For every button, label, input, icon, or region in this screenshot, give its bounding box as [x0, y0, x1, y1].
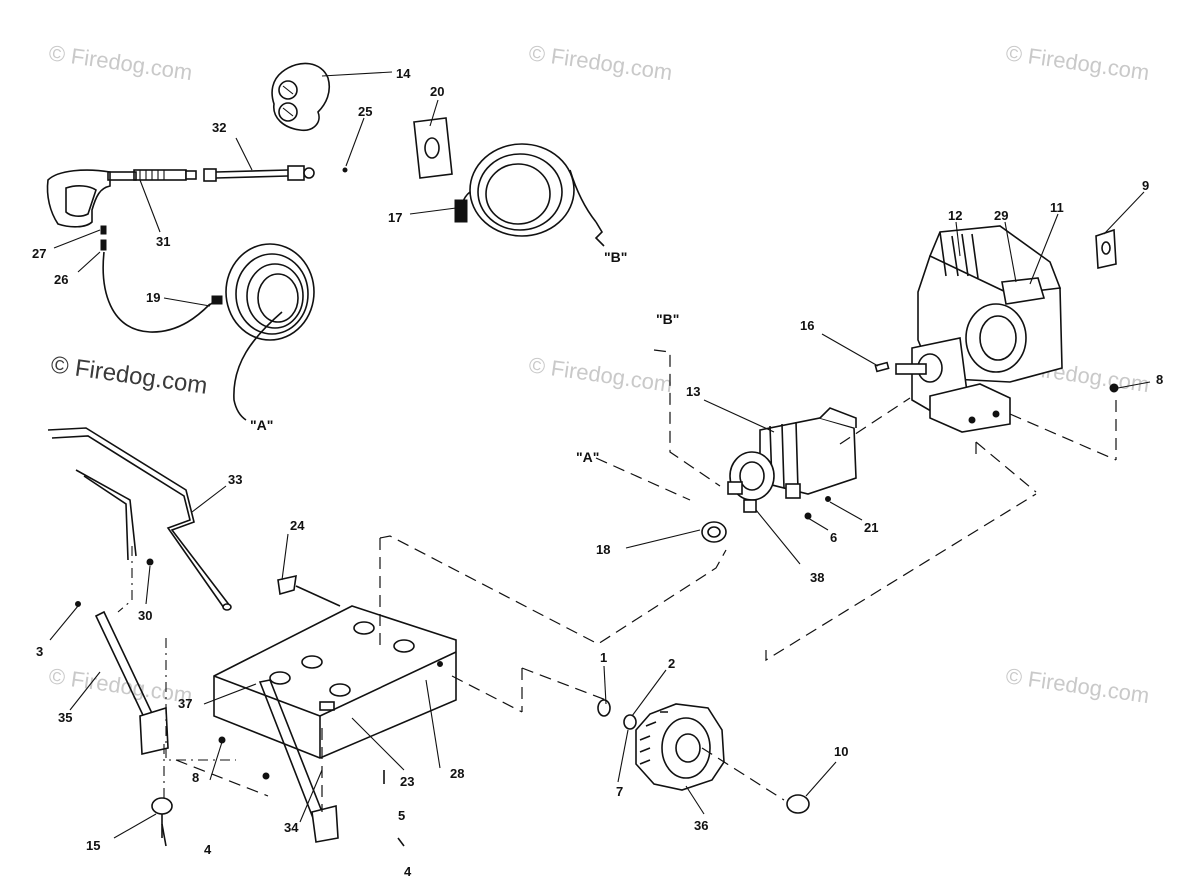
callout-5: 5 — [398, 808, 405, 823]
callout-1: 1 — [600, 650, 607, 665]
wheel-part — [635, 703, 725, 791]
watermark: © Firedog.com — [47, 40, 194, 85]
spray-gun-part — [46, 169, 137, 228]
watermark: © Firedog.com — [1004, 663, 1151, 708]
engine-part — [895, 225, 1063, 433]
decal-part — [1095, 228, 1117, 269]
callout-38: 38 — [810, 570, 824, 585]
callout-33: 33 — [228, 472, 242, 487]
callout-17: 17 — [388, 210, 402, 225]
callout-4: 4 — [404, 864, 412, 879]
callout-36: 36 — [694, 818, 708, 833]
callout-8: 8 — [1156, 372, 1163, 387]
watermark: © Firedog.com — [527, 40, 674, 85]
callout-29: 29 — [994, 208, 1008, 223]
watermark: © Firedog.com — [49, 351, 209, 400]
axle-hardware-part — [597, 699, 637, 730]
wand-extension-part — [133, 165, 348, 182]
connector-label-b: "B" — [604, 249, 627, 265]
watermark: © Firedog.com — [1004, 40, 1151, 85]
callout-23: 23 — [400, 774, 414, 789]
callout-20: 20 — [430, 84, 444, 99]
callout-9: 9 — [1142, 178, 1149, 193]
foot-part — [151, 797, 173, 838]
watermark: © Firedog.com — [47, 663, 194, 708]
frame-base-part — [213, 605, 457, 759]
leader-lines — [49, 71, 1151, 839]
callout-15: 15 — [86, 838, 100, 853]
callout-10: 10 — [834, 744, 848, 759]
assembly-lines — [117, 349, 1117, 812]
knob-part — [146, 558, 154, 566]
part-callouts: 1 2 3 4 4 5 6 7 8 8 9 10 11 12 13 14 15 … — [32, 66, 1163, 879]
pump-part — [727, 407, 857, 520]
callout-18: 18 — [596, 542, 610, 557]
callout-32: 32 — [212, 120, 226, 135]
callout-25: 25 — [358, 104, 372, 119]
detergent-hose-b-part — [454, 143, 605, 247]
callout-14: 14 — [396, 66, 411, 81]
decal-part — [413, 117, 453, 179]
connector-label-a: "A" — [250, 417, 273, 433]
key-part — [874, 361, 890, 373]
high-pressure-hose-a-part — [102, 243, 315, 421]
callout-8: 8 — [192, 770, 199, 785]
callout-3: 3 — [36, 644, 43, 659]
leg-part — [258, 679, 339, 843]
gun-fittings-part — [100, 225, 107, 251]
callout-6: 6 — [830, 530, 837, 545]
watermark: © Firedog.com — [527, 352, 674, 397]
callout-31: 31 — [156, 234, 170, 249]
callout-13: 13 — [686, 384, 700, 399]
callout-11: 11 — [1050, 200, 1064, 215]
callout-27: 27 — [32, 246, 46, 261]
callout-26: 26 — [54, 272, 68, 287]
inlet-fitting-part — [701, 521, 727, 543]
callout-34: 34 — [284, 820, 299, 835]
callout-16: 16 — [800, 318, 814, 333]
callout-24: 24 — [290, 518, 305, 533]
callout-19: 19 — [146, 290, 160, 305]
connector-label-a: "A" — [576, 449, 599, 465]
callout-35: 35 — [58, 710, 72, 725]
bolt-part — [161, 736, 405, 847]
handle-clip-part — [277, 574, 341, 607]
hubcap-part — [786, 794, 810, 814]
nut-part — [1109, 383, 1119, 393]
callout-12: 12 — [948, 208, 962, 223]
callout-7: 7 — [616, 784, 623, 799]
connector-label-b: "B" — [656, 311, 679, 327]
callout-37: 37 — [178, 696, 192, 711]
callout-30: 30 — [138, 608, 152, 623]
handle-part — [47, 427, 232, 611]
callout-4: 4 — [204, 842, 212, 857]
connector-labels: "A" "A" "B" "B" — [250, 249, 679, 465]
callout-28: 28 — [450, 766, 464, 781]
callout-21: 21 — [864, 520, 878, 535]
callout-2: 2 — [668, 656, 675, 671]
nozzle-tips-part — [271, 62, 331, 132]
leg-part — [75, 601, 169, 755]
